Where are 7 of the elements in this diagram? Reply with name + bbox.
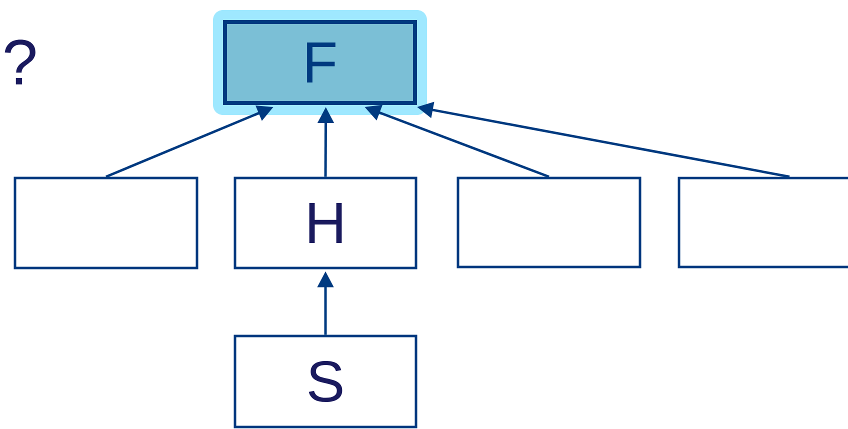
empty-box: [14, 176, 198, 270]
question-mark: ?: [4, 40, 36, 84]
empty-box: [678, 176, 848, 268]
process-box: S: [234, 334, 418, 428]
process-box: H: [234, 176, 418, 270]
empty-box: [456, 176, 642, 268]
highlighted-box: F: [213, 10, 427, 115]
